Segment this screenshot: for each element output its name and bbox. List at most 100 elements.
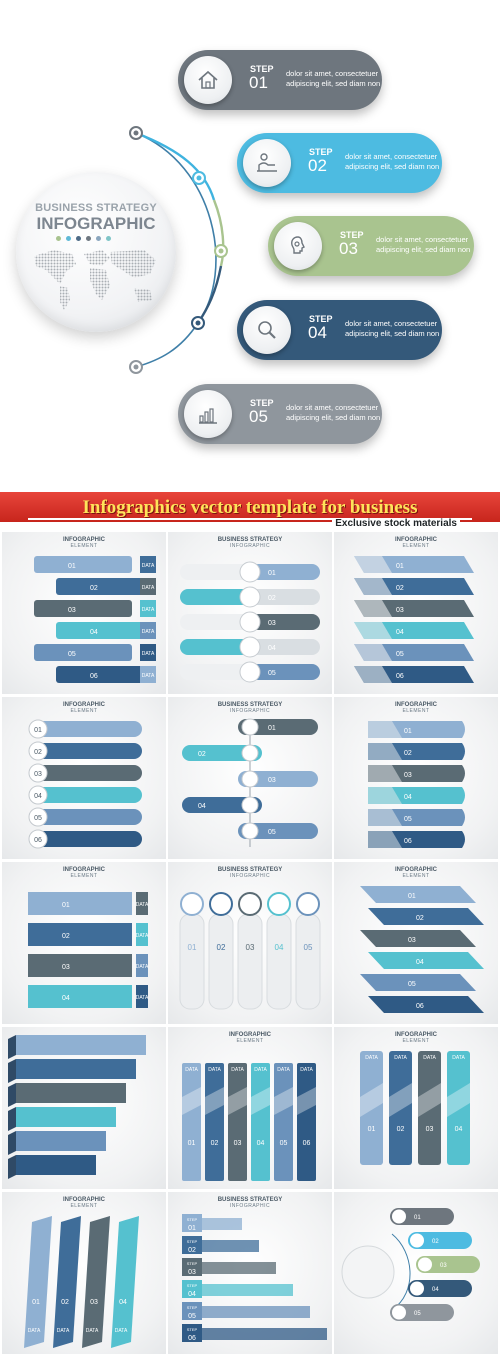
column-fold bbox=[447, 1083, 470, 1117]
step-number: 03 bbox=[408, 937, 416, 944]
data-tab bbox=[136, 954, 148, 977]
world-map-icon bbox=[34, 250, 156, 310]
ribbon-bar bbox=[56, 666, 154, 683]
mini-step-badge bbox=[392, 1305, 406, 1320]
step-label: STEP bbox=[250, 398, 274, 408]
step-number: 03 bbox=[268, 777, 276, 784]
column-fold bbox=[297, 1087, 316, 1115]
slanted-column bbox=[24, 1216, 52, 1348]
step-number: 01 bbox=[249, 73, 268, 92]
step-label: STEP bbox=[187, 1261, 198, 1266]
thumbnail-subtitle: ELEMENT bbox=[402, 708, 430, 714]
column-fold bbox=[228, 1087, 247, 1115]
number-circle bbox=[28, 763, 48, 783]
pill-left bbox=[180, 664, 250, 680]
number-circle bbox=[28, 807, 48, 827]
step-circle bbox=[239, 586, 261, 608]
step-number: 01 bbox=[188, 1140, 196, 1147]
data-label: DATA bbox=[142, 673, 155, 679]
ribbon-bar bbox=[28, 985, 132, 1008]
tab-cap bbox=[368, 831, 402, 848]
step-number: 03 bbox=[404, 772, 412, 779]
timeline-node bbox=[241, 744, 259, 762]
step-number: 05 bbox=[396, 651, 404, 658]
step-number: 06 bbox=[188, 1335, 196, 1342]
column-icon bbox=[180, 892, 204, 916]
step-number: 05 bbox=[34, 815, 42, 822]
step-number: 01 bbox=[408, 893, 416, 900]
parallelogram-bar bbox=[360, 886, 476, 903]
data-tab bbox=[140, 666, 156, 683]
column-bar bbox=[297, 1063, 316, 1181]
parallelogram-bar bbox=[360, 930, 476, 947]
step-number: 05 bbox=[304, 943, 313, 952]
parallelogram-bar bbox=[368, 996, 484, 1013]
pill-bar bbox=[30, 743, 142, 759]
mini-step-badge bbox=[418, 1257, 432, 1272]
ribbon-bar bbox=[56, 622, 154, 639]
step-number: 02 bbox=[397, 1126, 405, 1133]
color-dot bbox=[86, 236, 91, 241]
thumbnail-title: INFOGRAPHIC bbox=[395, 1032, 437, 1038]
column-bar bbox=[389, 1051, 412, 1165]
step-number: 02 bbox=[432, 1239, 439, 1245]
step-number: 02 bbox=[34, 749, 42, 756]
thumbnail-title: INFOGRAPHIC bbox=[63, 537, 105, 543]
timeline-pill bbox=[238, 771, 318, 787]
data-label: DATA bbox=[394, 1055, 407, 1061]
step-card-02: STEP 02 dolor sit amet, consectetuer adi… bbox=[237, 133, 442, 193]
step-number: 06 bbox=[396, 673, 404, 680]
step-number: 04 bbox=[308, 323, 327, 342]
step-03-badge bbox=[274, 222, 322, 270]
step-number: 02 bbox=[198, 751, 206, 758]
step-text: dolor sit amet, consectetuer adipiscing … bbox=[345, 152, 440, 171]
stair-side bbox=[8, 1131, 16, 1155]
data-label: DATA bbox=[115, 1328, 128, 1334]
banner-title: Infographics vector template for busines… bbox=[82, 497, 418, 518]
step-number: 03 bbox=[268, 620, 276, 627]
step-number: 01 bbox=[396, 563, 404, 570]
pill-bar bbox=[30, 809, 142, 825]
data-label: DATA bbox=[365, 1055, 378, 1061]
step-number: 05 bbox=[68, 651, 76, 658]
data-tab bbox=[136, 923, 148, 946]
step-number: 01 bbox=[268, 725, 276, 732]
step-number: 03 bbox=[62, 964, 70, 971]
step-tab bbox=[182, 1280, 202, 1298]
bar-cap bbox=[354, 666, 392, 683]
step-circle bbox=[239, 661, 261, 683]
step-tab bbox=[182, 1258, 202, 1276]
column-icon bbox=[238, 892, 262, 916]
step-number: 02 bbox=[416, 915, 424, 922]
pill-right bbox=[250, 564, 320, 580]
stair-side bbox=[8, 1083, 16, 1107]
bar-cap bbox=[354, 600, 392, 617]
step-number: 04 bbox=[90, 629, 98, 636]
color-dot bbox=[76, 236, 81, 241]
color-dot bbox=[96, 236, 101, 241]
tab-cap bbox=[368, 787, 402, 804]
home-icon bbox=[198, 70, 218, 89]
timeline-pill bbox=[238, 823, 318, 839]
parallelogram-bar bbox=[360, 974, 476, 991]
step-text: dolor sit amet, consectetuer adipiscing … bbox=[345, 319, 440, 338]
ribbon-bar bbox=[56, 578, 154, 595]
data-label: DATA bbox=[136, 902, 149, 908]
title-banner: Infographics vector template for busines… bbox=[0, 490, 500, 534]
stair-side bbox=[8, 1155, 16, 1179]
step-05-badge bbox=[184, 390, 232, 438]
person-desk-icon bbox=[257, 153, 277, 172]
step-card-03: STEP 03 dolor sit amet, consectetuer adi… bbox=[268, 216, 474, 276]
timeline-node bbox=[241, 822, 259, 840]
step-circle bbox=[239, 636, 261, 658]
timeline-pill bbox=[238, 719, 318, 735]
